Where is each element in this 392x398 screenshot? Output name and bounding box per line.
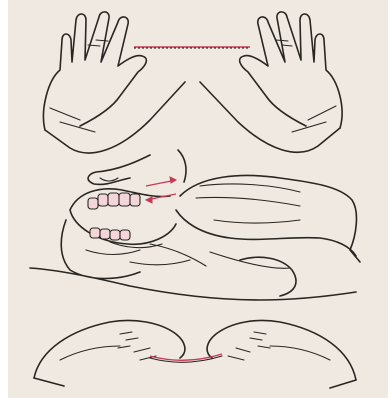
right-hand-middle bbox=[176, 175, 360, 262]
upper-teeth bbox=[88, 193, 140, 209]
left-hand-bottom bbox=[34, 321, 185, 387]
panel-hands-holding-floss bbox=[43, 12, 342, 153]
floss-motion-arrows bbox=[146, 177, 176, 203]
panel-floss-wrapped-fingers bbox=[34, 321, 356, 389]
lower-teeth bbox=[90, 228, 130, 240]
right-hand-bottom bbox=[207, 321, 356, 389]
right-hand-top bbox=[200, 12, 342, 152]
left-hand-middle bbox=[30, 220, 356, 300]
panel-floss-between-teeth bbox=[30, 150, 360, 300]
left-hand-top bbox=[43, 12, 185, 153]
